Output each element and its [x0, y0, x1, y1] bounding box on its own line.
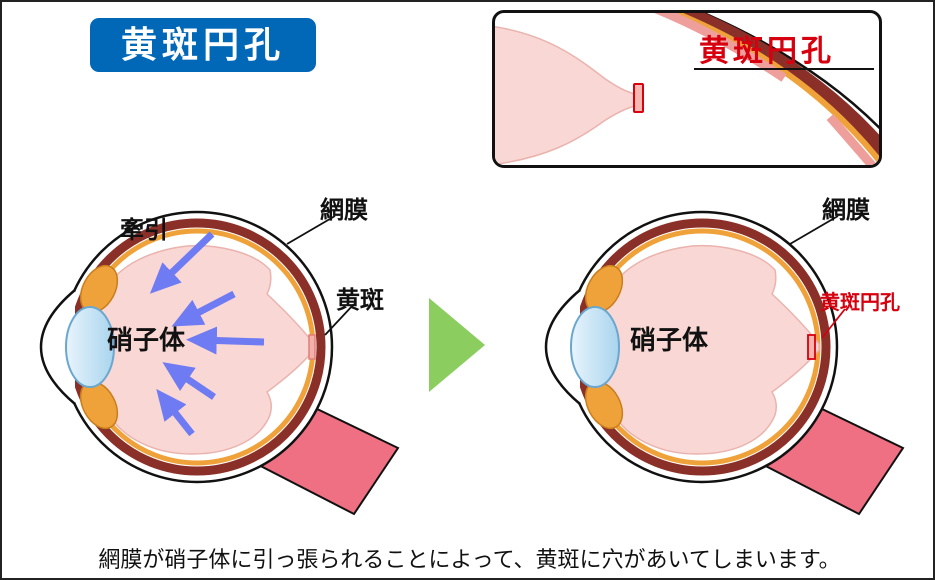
macular-hole-inset [492, 10, 882, 168]
left-retina-leader-line [286, 215, 336, 245]
caption-text: 網膜が硝子体に引っ張られることによって、黄斑に穴があいてしまいます。 [98, 547, 841, 572]
transition-arrow-icon [429, 298, 485, 392]
right-macular-hole-operculum [807, 334, 816, 360]
right-eye [546, 212, 903, 514]
right-vitreous-label: 硝子体 [630, 325, 709, 355]
inset-vitreous-funnel [495, 26, 636, 165]
traction-arrow [186, 326, 265, 355]
right-retina-leader-line [789, 215, 839, 245]
inset-canvas [495, 13, 879, 165]
traction-arrows [149, 231, 265, 437]
inset-heading: 黄斑円孔 [699, 35, 835, 68]
left-retina-label: 網膜 [320, 197, 368, 224]
left-traction-label: 牽引 [120, 217, 168, 244]
left-macula-label: 黄斑 [336, 287, 384, 314]
traction-arrow [149, 231, 215, 294]
left-eye [41, 212, 398, 514]
right-macular-hole-label: 黄斑円孔 [820, 292, 900, 314]
left-macula-leader-line [324, 303, 355, 336]
right-hole-leader-line [821, 308, 846, 339]
page-title: 黄斑円孔 [90, 18, 316, 72]
inset-choroid-band [672, 13, 879, 156]
left-vitreous-label: 硝子体 [107, 325, 186, 355]
inset-retina-band [667, 13, 879, 165]
inset-retina-lining-lower [826, 114, 878, 165]
left-macula [308, 334, 316, 360]
right-retina-label: 網膜 [822, 197, 870, 224]
traction-arrow [162, 362, 216, 400]
traction-arrow [171, 290, 236, 327]
traction-arrow [156, 389, 195, 437]
inset-operculum [633, 83, 644, 113]
